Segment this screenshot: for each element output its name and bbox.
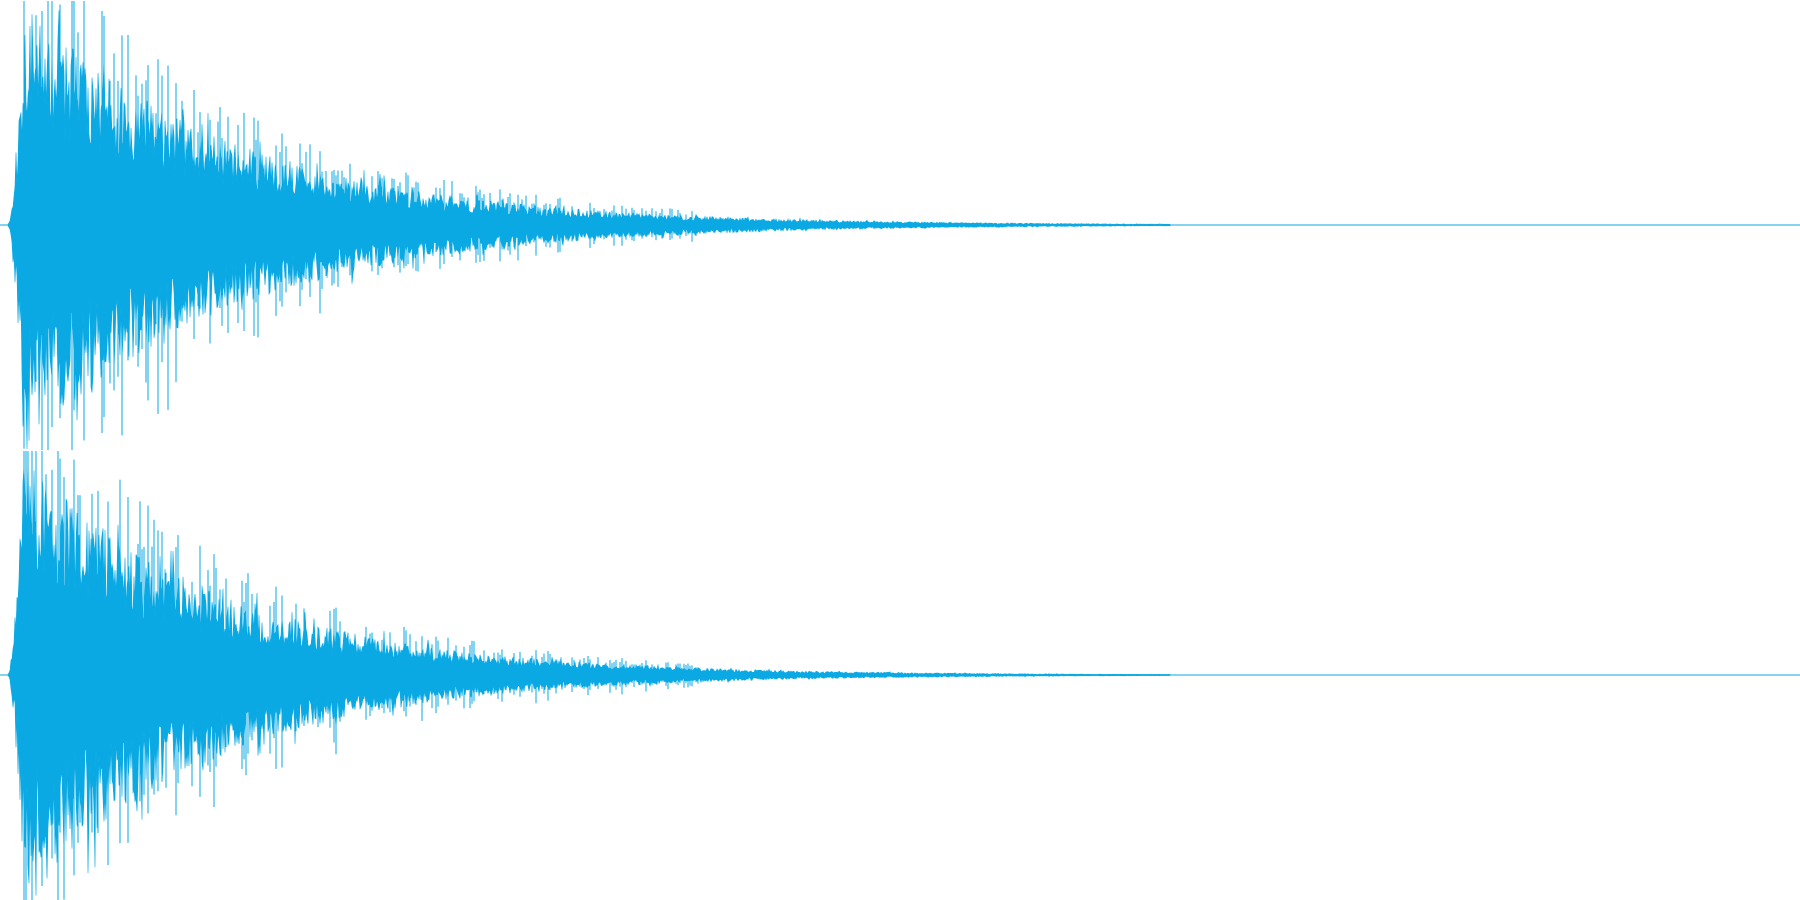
waveform-envelope [7,10,1171,450]
waveform-channel-right [0,450,1800,900]
waveform-right-svg [0,450,1800,900]
waveform-channel-left [0,1,1800,450]
waveform-envelope [7,450,1171,896]
waveform-left-svg [0,1,1800,450]
